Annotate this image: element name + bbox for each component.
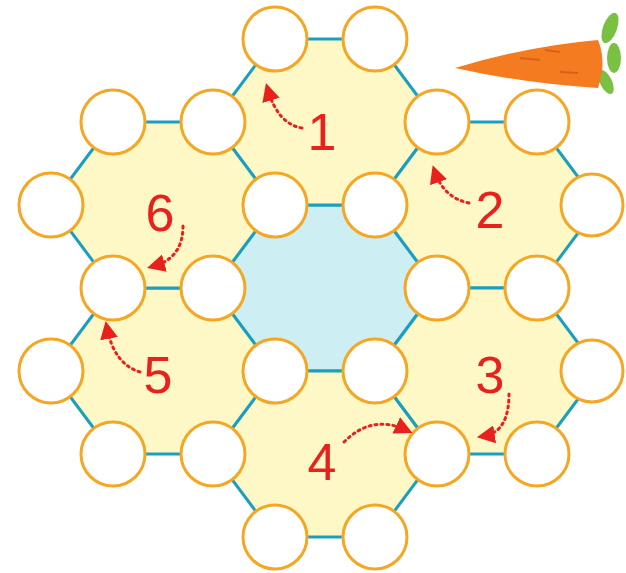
vertex-circle xyxy=(561,340,623,402)
vertex-circle xyxy=(81,90,145,154)
callout-number: 1 xyxy=(308,103,337,161)
vertex-circle xyxy=(343,339,407,403)
vertex-circle xyxy=(405,422,469,486)
carrot-icon xyxy=(455,11,622,97)
vertex-circle xyxy=(243,505,307,569)
callout-wrap: 6 xyxy=(146,187,175,239)
vertex-circle xyxy=(505,256,569,320)
vertex-circle xyxy=(243,339,307,403)
outer-hexagon xyxy=(51,288,275,454)
vertex-circle xyxy=(561,174,623,236)
move-arrow xyxy=(107,328,140,372)
move-arrow xyxy=(344,424,406,442)
vertex-circle xyxy=(181,90,245,154)
callout-number: 4 xyxy=(308,433,337,491)
callout-wrap: 2 xyxy=(476,184,505,236)
move-arrows xyxy=(107,90,509,442)
callout-number: 6 xyxy=(146,184,175,242)
vertex-circle xyxy=(505,422,569,486)
vertex-circle xyxy=(405,256,469,320)
callout-wrap: 5 xyxy=(144,349,173,401)
hexagon-grid xyxy=(51,39,599,537)
vertex-circle xyxy=(243,173,307,237)
vertex-circle xyxy=(243,7,307,71)
vertex-circle xyxy=(181,422,245,486)
move-arrow xyxy=(435,172,469,203)
callout-number: 5 xyxy=(144,346,173,404)
vertex-circle xyxy=(181,256,245,320)
vertex-circle xyxy=(343,7,407,71)
vertex-circle xyxy=(81,422,145,486)
vertex-circle xyxy=(81,256,145,320)
vertex-circle xyxy=(343,505,407,569)
callout-wrap: 1 xyxy=(308,106,337,158)
vertex-circles xyxy=(19,7,623,569)
vertex-circle xyxy=(505,90,569,154)
callout-number: 2 xyxy=(476,181,505,239)
move-arrow xyxy=(268,90,302,128)
vertex-circle xyxy=(343,173,407,237)
vertex-circle xyxy=(19,173,83,237)
callout-number: 3 xyxy=(476,346,505,404)
vertex-circle xyxy=(405,90,469,154)
callout-wrap: 3 xyxy=(476,349,505,401)
outer-hexagon xyxy=(51,122,275,288)
vertex-circle xyxy=(19,339,83,403)
callout-wrap: 4 xyxy=(308,436,337,488)
